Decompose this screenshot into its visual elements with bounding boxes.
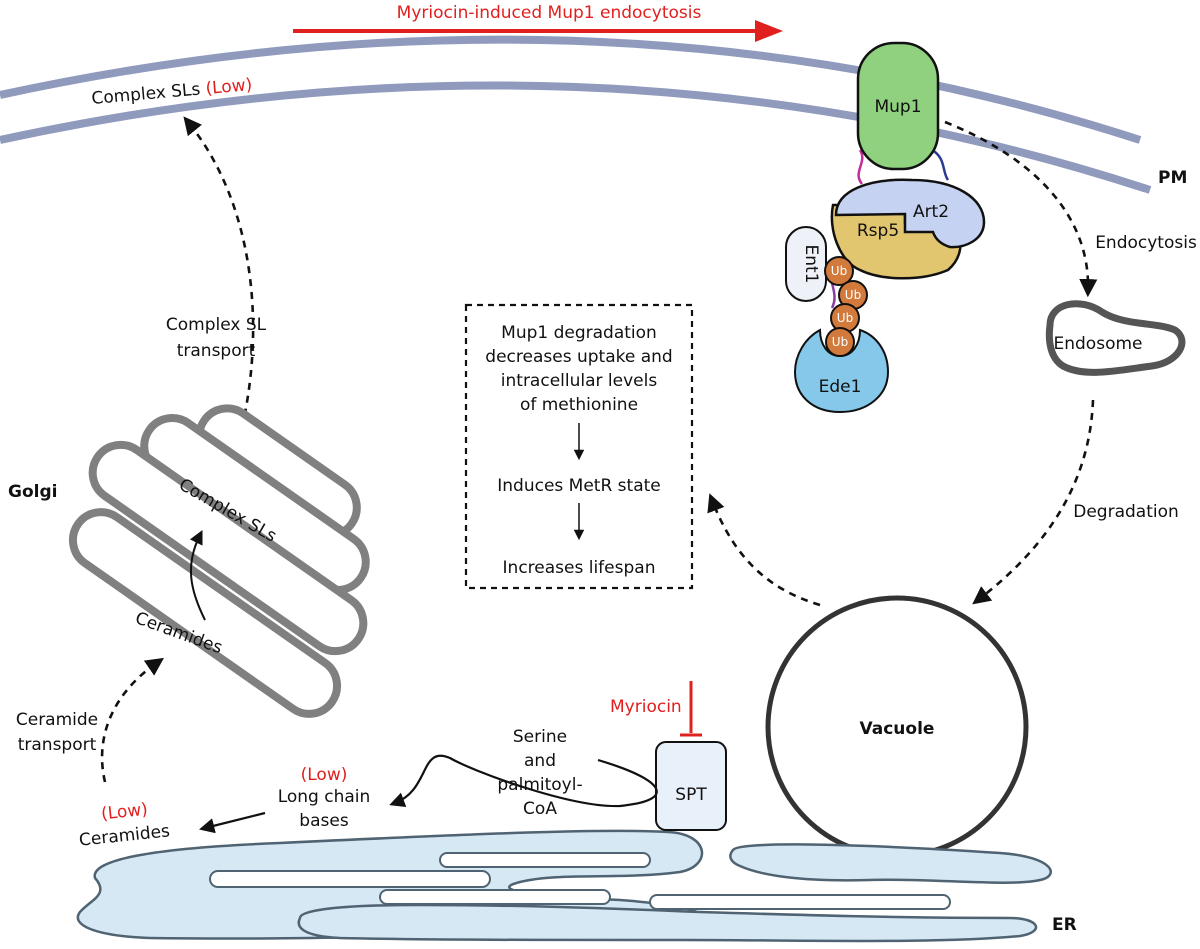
ub-label-2: Ub <box>845 288 861 302</box>
ceramide-transport-label-1: Ceramide <box>16 710 98 730</box>
complex-sls-level: (Low) <box>205 75 253 99</box>
ceramide-to-complex-arrow <box>189 529 206 621</box>
outcome-box: Mup1 degradation decreases uptake and in… <box>464 303 694 590</box>
box-step-3: Increases lifespan <box>503 558 656 578</box>
box-step-2: Induces MetR state <box>497 476 661 496</box>
endocytosis-label: Endocytosis <box>1095 233 1197 253</box>
degradation-arrow <box>972 399 1095 605</box>
endosome-label: Endosome <box>1054 334 1143 354</box>
golgi-label: Golgi <box>8 482 57 502</box>
ub-1 <box>824 256 854 286</box>
plasma-membrane <box>0 35 1152 194</box>
golgi-apparatus <box>68 404 370 718</box>
arrow-title: Myriocin-induced Mup1 endocytosis <box>397 3 702 23</box>
substrate-line-2: and <box>524 751 556 771</box>
pm-label: PM <box>1158 168 1187 188</box>
substrate-line-3: palmitoyl- <box>497 775 582 795</box>
complex-sl-transport-label-2: transport <box>177 341 256 361</box>
vacuole-label: Vacuole <box>860 719 935 739</box>
lcb-level: (Low) <box>301 765 348 785</box>
art2-label: Art2 <box>913 202 949 222</box>
ub-label-4: Ub <box>832 335 848 349</box>
endosome: Endosome <box>1045 300 1186 376</box>
rsp5-label: Rsp5 <box>857 221 899 241</box>
ub-label-3: Ub <box>837 311 853 325</box>
degradation-label: Degradation <box>1073 502 1179 522</box>
ceramide-transport-label-2: transport <box>18 735 97 755</box>
mup1-complex: Mup1 Rsp5 Art2 Ent1 Ede1 Ub Ub Ub Ub <box>785 41 986 414</box>
substrate-line-4: CoA <box>523 799 557 819</box>
ede1-label: Ede1 <box>819 377 862 397</box>
box-line-4: of methionine <box>520 395 638 415</box>
mup1-protein <box>856 41 940 171</box>
cer-label: Ceramides <box>78 821 171 850</box>
spt-reaction-arrow <box>389 754 658 808</box>
endocytosis-arrow <box>944 120 1098 298</box>
endoplasmic-reticulum <box>76 829 1052 943</box>
complex-sl-transport-label-1: Complex SL <box>166 315 267 335</box>
lcb-line-2: bases <box>299 811 349 831</box>
ceramide-transport-arrow <box>100 657 164 783</box>
box-line-1: Mup1 degradation <box>501 323 657 343</box>
box-line-3: intracellular levels <box>501 371 658 391</box>
spt-label: SPT <box>675 785 707 805</box>
mup1-label: Mup1 <box>874 97 921 117</box>
ub-4 <box>825 327 855 357</box>
cer-level: (Low) <box>100 800 149 825</box>
endocytosis-direction-arrow <box>293 20 783 42</box>
er-label: ER <box>1052 915 1077 935</box>
substrate-line-1: Serine <box>513 727 567 747</box>
art2-protein <box>834 178 986 249</box>
lcb-to-ceramide-arrow <box>199 811 266 834</box>
ent1-label: Ent1 <box>801 245 821 284</box>
lcb-line-1: Long chain <box>278 787 371 807</box>
myriocin-label: Myriocin <box>610 697 682 717</box>
vacuole-to-box-arrow <box>707 493 821 607</box>
spt-enzyme <box>655 741 727 831</box>
box-line-2: decreases uptake and <box>485 347 672 367</box>
ub-label-1: Ub <box>831 264 847 278</box>
